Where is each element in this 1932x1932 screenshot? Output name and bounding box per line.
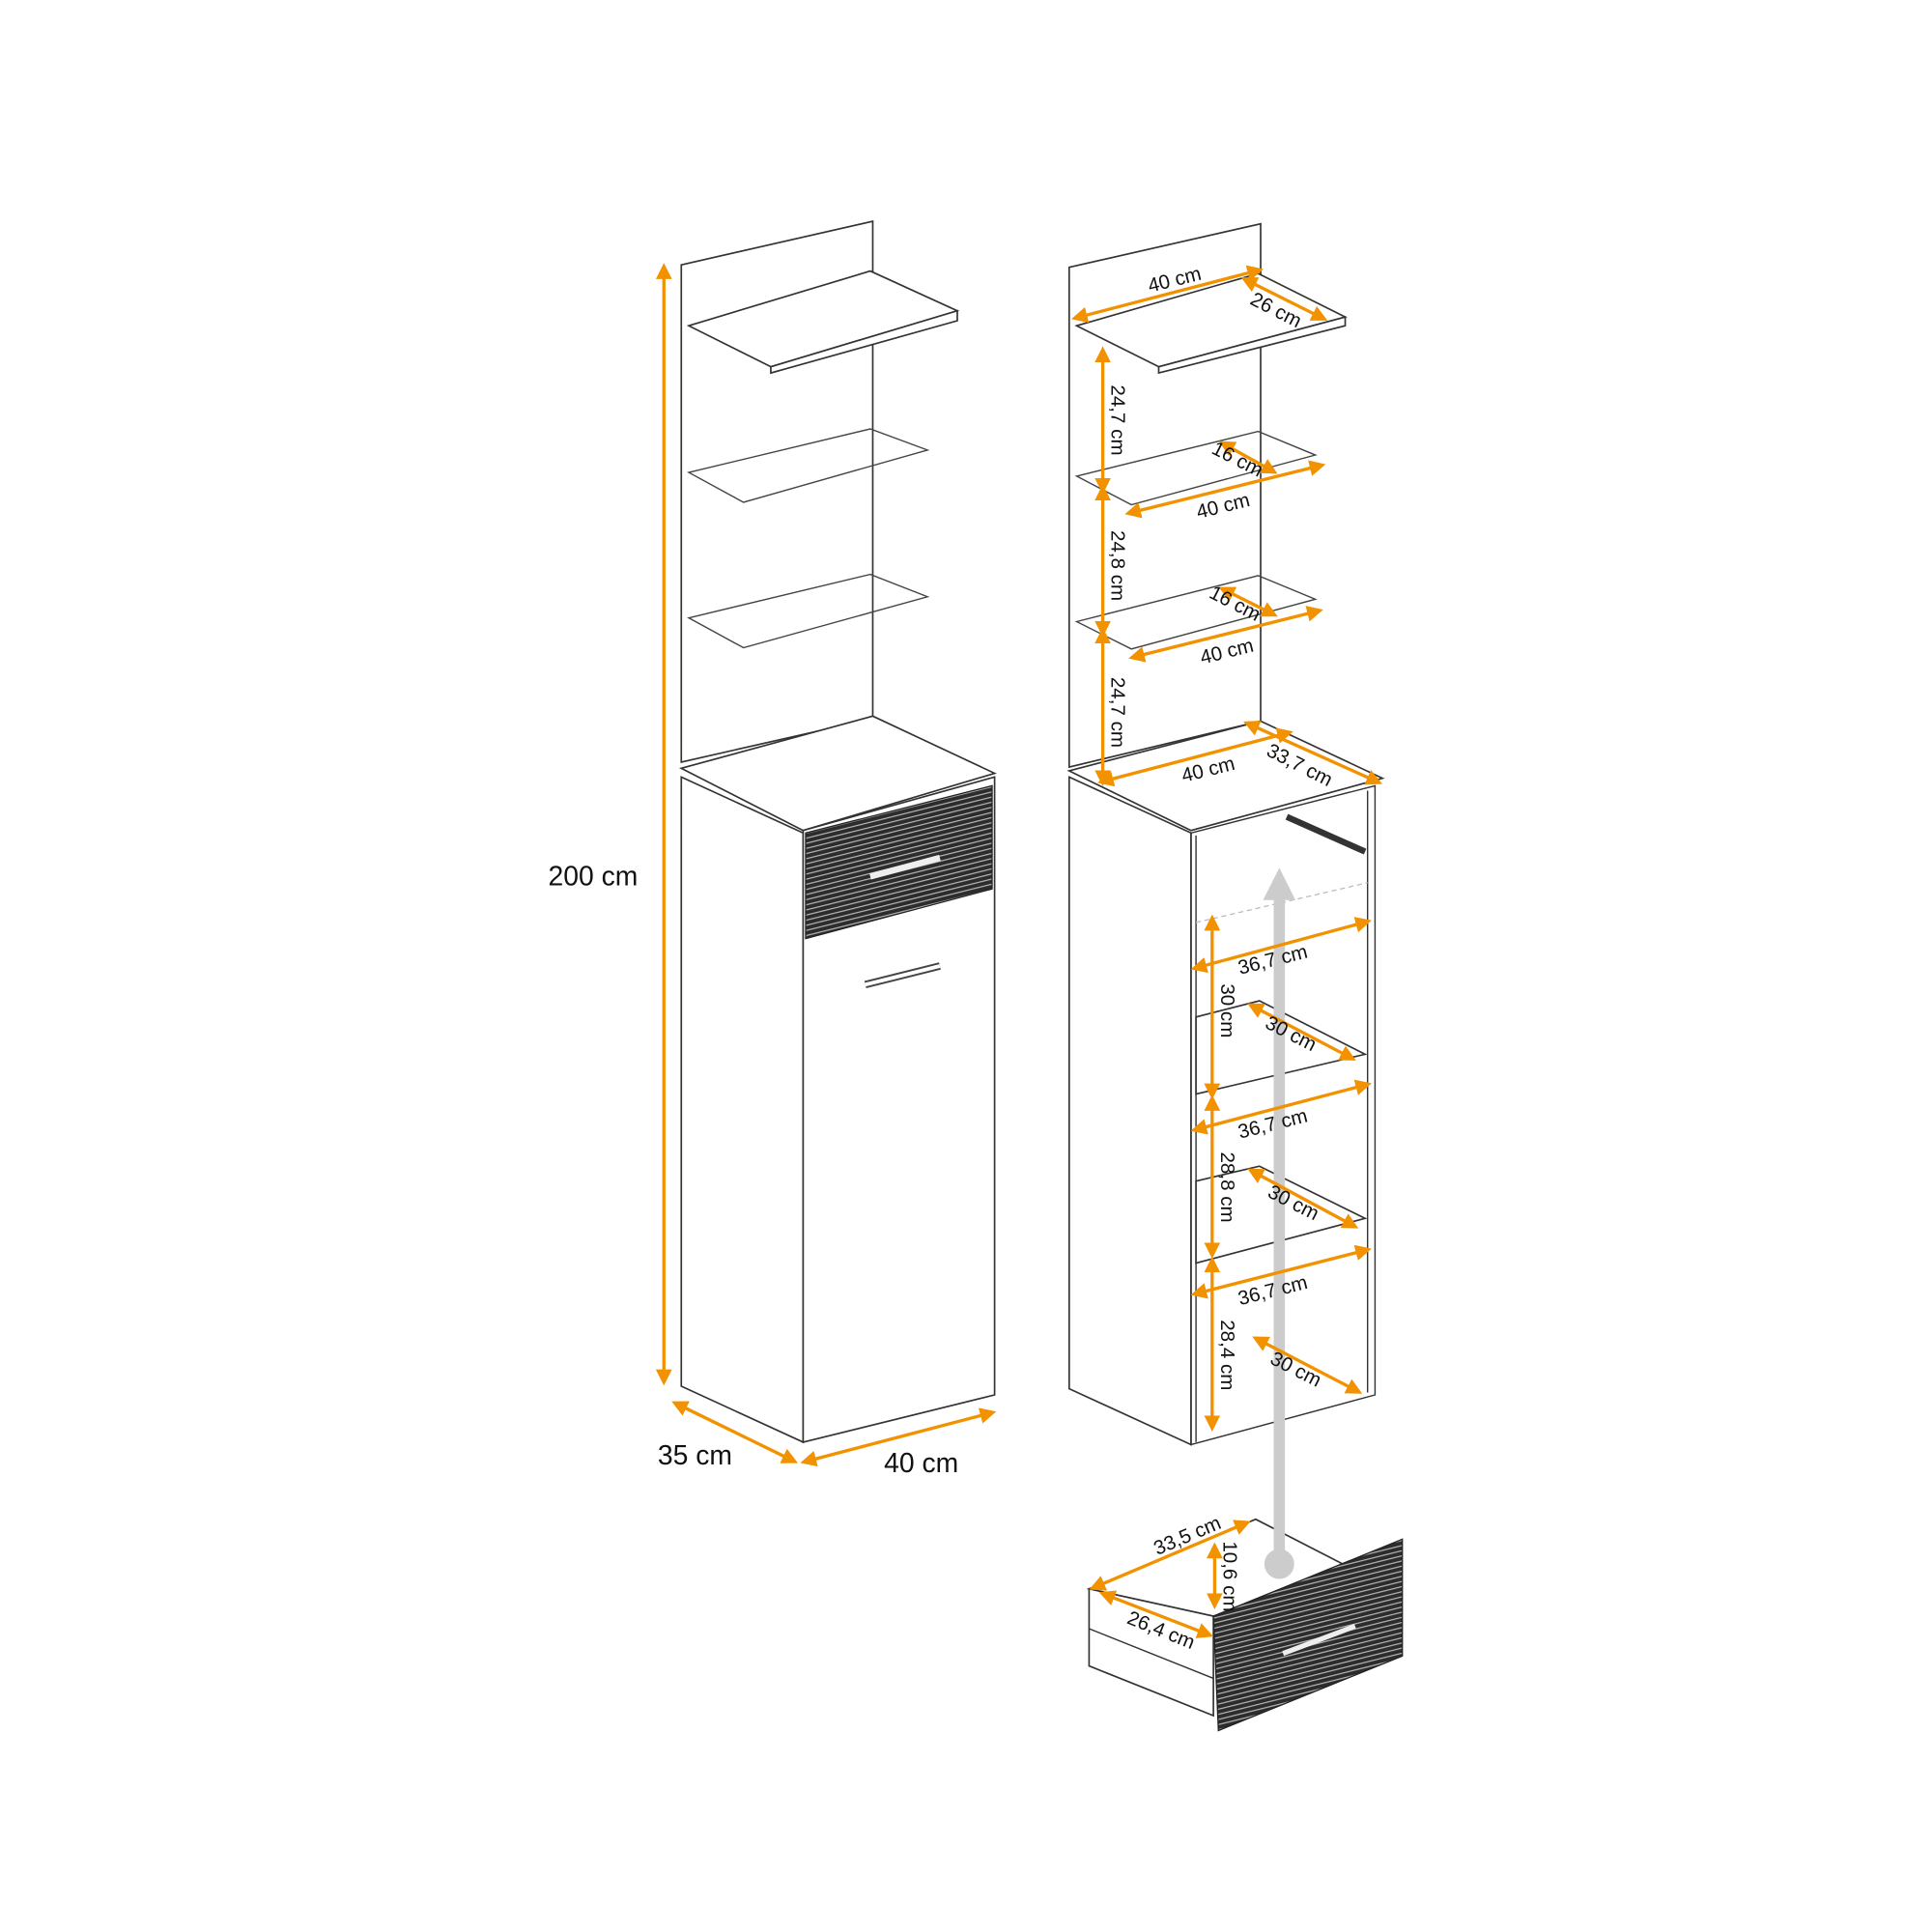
inner-height-3-label: 28,4 cm	[1216, 1320, 1238, 1390]
glass-shelf-2	[687, 573, 930, 649]
glass-shelf-2	[1074, 575, 1318, 650]
left-cabinet	[678, 220, 997, 1444]
cabinet-top	[678, 715, 997, 832]
cabinet-front	[802, 776, 996, 1443]
width-label: 40 cm	[884, 1447, 958, 1478]
glass-shelf-1	[1074, 430, 1318, 506]
gap-2-label: 24,8 cm	[1107, 530, 1129, 601]
drawer-rail	[1285, 813, 1367, 855]
drawer-height-label: 10,6 cm	[1218, 1541, 1240, 1611]
inner-width-3-label: 36,7 cm	[1236, 1271, 1310, 1310]
drawer-front	[1212, 1538, 1404, 1732]
depth-label: 35 cm	[658, 1439, 732, 1470]
inner-height-2-label: 28,8 cm	[1216, 1151, 1238, 1222]
cabinet-side	[680, 776, 805, 1444]
drawer-handle	[1282, 1623, 1356, 1657]
height-label: 200 cm	[549, 860, 639, 891]
glass-shelf-1	[687, 428, 930, 503]
drawer-handle	[869, 854, 941, 880]
drawer-front	[805, 784, 993, 940]
gap-3-label: 24,7 cm	[1107, 677, 1129, 748]
gap-1-label: 24,7 cm	[1107, 384, 1129, 455]
dimension-lines	[655, 263, 1383, 1638]
cabinet-side	[1067, 776, 1192, 1446]
inner-height-1-label: 30 cm	[1216, 983, 1238, 1037]
